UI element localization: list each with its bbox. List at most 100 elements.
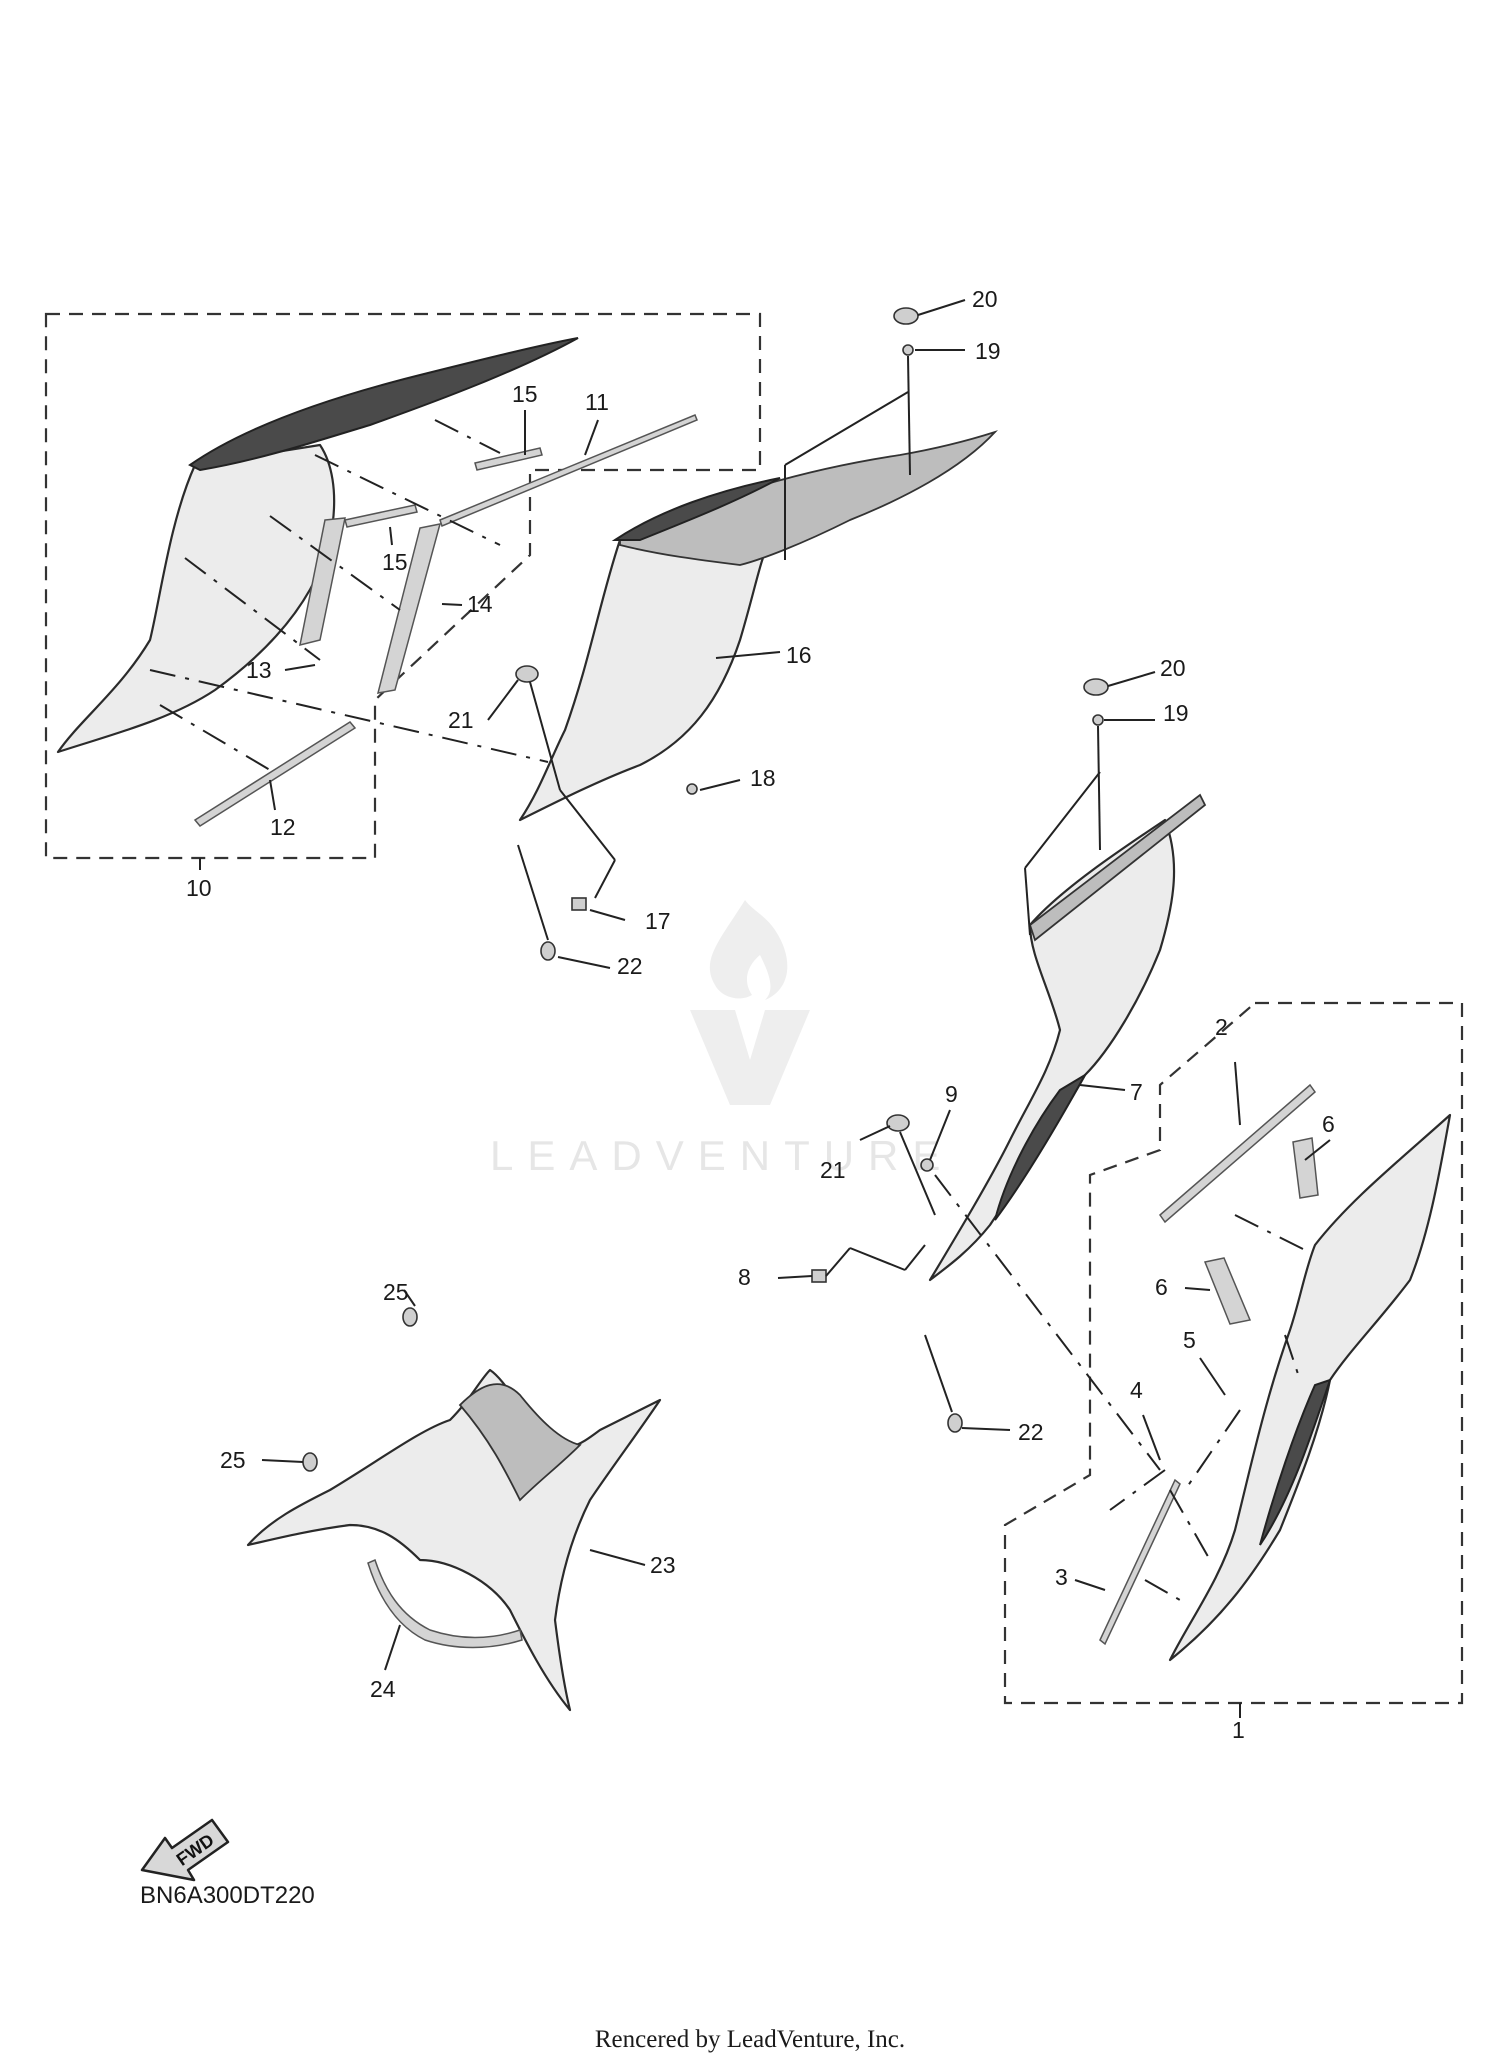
- leader-2: [1234, 1061, 1241, 1126]
- screw-25b: [302, 1452, 318, 1472]
- nut-17: [571, 897, 587, 911]
- side-cover-7-top: [1028, 793, 1207, 942]
- leader-3: [1074, 1579, 1106, 1591]
- side-cowl-assembly-10: [56, 337, 698, 827]
- leader-13: [284, 664, 316, 671]
- leader-21a: [487, 679, 519, 721]
- leader-5: [1199, 1357, 1226, 1396]
- pad-6b: [1203, 1257, 1252, 1325]
- leader-22a-up: [517, 844, 549, 941]
- leader-6a: [1304, 1139, 1331, 1161]
- leader-19a-branch: [784, 391, 909, 466]
- callout-16: 16: [786, 642, 812, 668]
- leader-18: [699, 779, 741, 791]
- side-cover-7-dark: [994, 1072, 1088, 1221]
- side-cover-7-body: [928, 818, 1176, 1282]
- leader-19b-branch: [1024, 771, 1101, 869]
- grommet-9: [920, 1158, 934, 1172]
- leaders: [261, 299, 1331, 1671]
- watermark-text: LEADVENTURE: [490, 1132, 954, 1179]
- leader-14: [441, 603, 463, 606]
- callout-3: 3: [1055, 1564, 1068, 1590]
- nut-8: [811, 1269, 827, 1283]
- assembly-line-f: [159, 704, 271, 771]
- leader-16: [715, 651, 781, 659]
- leader-21b: [859, 1125, 891, 1141]
- side-cover-7: [928, 793, 1207, 1282]
- callout-2: 2: [1215, 1014, 1228, 1040]
- callout-6a: 6: [1322, 1111, 1335, 1137]
- callout-12: 12: [270, 814, 296, 840]
- callouts: 1 2 3 4 5 6 6 7 8 9 10 11 12 13 14 15 15…: [186, 286, 1335, 1743]
- pad-6a: [1292, 1137, 1319, 1199]
- pad-15a: [344, 504, 418, 528]
- diagram-code: BN6A300DT220: [140, 1882, 315, 1909]
- leader-21a-down: [529, 681, 561, 791]
- leader-22b-up: [924, 1334, 953, 1413]
- leader-8-branch: [849, 1247, 906, 1271]
- side-cover-16-top: [619, 430, 998, 566]
- callout-22b: 22: [1018, 1419, 1044, 1445]
- assembly-line-j: [1184, 1409, 1241, 1491]
- callout-19a: 19: [975, 338, 1001, 364]
- leader-15b: [389, 526, 393, 546]
- leader-12: [269, 779, 276, 811]
- leader-8-branch-up: [904, 1244, 926, 1271]
- assembly-line-l: [1169, 1489, 1211, 1561]
- screw-22a: [540, 941, 556, 961]
- leader-21a-branch: [559, 789, 616, 861]
- screw-22b: [947, 1413, 963, 1433]
- side-cover-16-body: [518, 538, 772, 822]
- callout-20a: 20: [972, 286, 998, 312]
- callout-19b: 19: [1163, 700, 1189, 726]
- callout-21b: 21: [820, 1157, 846, 1183]
- callout-6b: 6: [1155, 1274, 1168, 1300]
- callout-18: 18: [750, 765, 776, 791]
- leader-19b-branch-down: [1024, 867, 1031, 936]
- strip-13: [299, 517, 346, 647]
- callout-15b: 15: [382, 549, 408, 575]
- assembly-line-k: [1109, 1469, 1166, 1511]
- leader-25a: [403, 1289, 416, 1307]
- bolt-20b: [1083, 678, 1109, 696]
- side-cover-16-edge: [611, 477, 781, 541]
- bolt-20a: [893, 307, 919, 325]
- group-box-10: [44, 312, 762, 860]
- washer-19b: [1092, 714, 1104, 726]
- side-panel-1-body: [1168, 1113, 1452, 1662]
- group-box-1: [1003, 1001, 1464, 1705]
- leader-22a: [557, 956, 611, 969]
- strip-14: [376, 523, 442, 694]
- leader-23: [589, 1549, 646, 1566]
- callout-15a: 15: [512, 381, 538, 407]
- leader-19a-down: [907, 355, 911, 476]
- leader-20b: [1107, 671, 1156, 687]
- side-panel-1-dark: [1259, 1378, 1332, 1546]
- footer-credit: Rencered by LeadVenture, Inc.: [594, 2026, 906, 2053]
- callout-23: 23: [650, 1552, 676, 1578]
- bolt-21a: [515, 665, 539, 683]
- leader-21b-down: [899, 1131, 936, 1216]
- callout-25b: 25: [220, 1447, 246, 1473]
- leader-19b-down: [1097, 725, 1101, 851]
- leader-20a: [917, 299, 966, 316]
- assembly-line-m: [1144, 1579, 1181, 1601]
- assembly-line-h: [1234, 1214, 1306, 1251]
- assembly-line-g: [934, 1174, 1161, 1471]
- callout-21a: 21: [448, 707, 474, 733]
- side-cowl-assembly-1: [1099, 1083, 1452, 1662]
- assembly-line-a: [149, 669, 549, 763]
- strip-12: [193, 721, 357, 827]
- center-cover-23-body: [246, 1368, 662, 1712]
- washer-19a: [902, 344, 914, 356]
- leader-11: [584, 419, 599, 456]
- leader-8: [777, 1275, 813, 1279]
- trim-24: [367, 1558, 523, 1649]
- side-panel-10-body: [56, 443, 336, 754]
- callout-7: 7: [1130, 1079, 1143, 1105]
- pad-15b: [474, 447, 543, 471]
- assembly-line-i: [1284, 1334, 1301, 1381]
- side-panel-10-top-edge: [188, 337, 579, 472]
- callout-11: 11: [585, 389, 609, 415]
- callout-5: 5: [1183, 1327, 1196, 1353]
